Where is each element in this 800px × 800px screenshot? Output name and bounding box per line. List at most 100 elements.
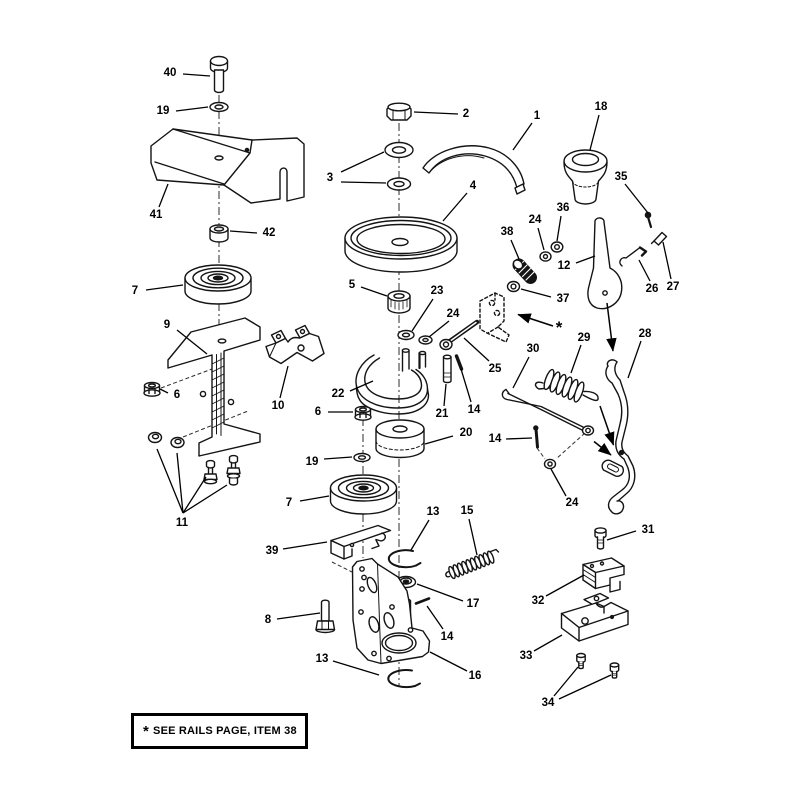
part-retaining-ring-13-upper xyxy=(387,549,422,569)
leader-line-19 xyxy=(323,456,353,460)
leader-line-20 xyxy=(424,435,454,445)
part-hidden-bracket-rails xyxy=(479,292,510,343)
leader-line-18 xyxy=(589,114,600,151)
part-spring-29 xyxy=(534,368,599,403)
part-pin-14-right xyxy=(533,425,539,449)
leader-line-17 xyxy=(416,583,464,602)
part-pin-21 xyxy=(442,354,452,384)
leader-line-31 xyxy=(606,530,637,541)
part-band-22 xyxy=(355,348,430,415)
part-bracket-9 xyxy=(167,317,261,457)
part-pin-27 xyxy=(650,231,668,246)
leader-line-34 xyxy=(558,674,612,700)
leader-line-27 xyxy=(662,241,672,280)
leader-line-35 xyxy=(624,183,649,214)
part-pin-14-center xyxy=(454,354,464,371)
note-text: SEE RAILS PAGE, ITEM 38 xyxy=(153,725,297,737)
leader-line-28 xyxy=(627,340,642,379)
leader-line-39 xyxy=(282,541,328,550)
leader-line-33 xyxy=(533,634,563,652)
part-nut-36 xyxy=(550,241,564,253)
part-lever-28 xyxy=(601,359,636,515)
part-washer-19-top xyxy=(209,101,229,113)
part-washer-23 xyxy=(397,329,415,341)
leader-line-34 xyxy=(553,666,579,697)
part-spring-15 xyxy=(445,548,500,580)
leader-line-42 xyxy=(229,230,258,234)
part-washer-24-right xyxy=(543,458,557,470)
leader-line-23 xyxy=(411,298,434,332)
part-spring-link-26 xyxy=(619,246,648,267)
part-bracket-33 xyxy=(560,592,629,642)
leader-line-19 xyxy=(175,106,209,112)
part-screws-11 xyxy=(147,431,241,486)
leader-line-25 xyxy=(463,337,490,362)
leader-line-11 xyxy=(182,476,207,514)
leader-line-24 xyxy=(550,468,567,497)
leader-line-2 xyxy=(413,111,459,115)
part-roller-38 xyxy=(512,258,537,284)
leader-line-10 xyxy=(279,365,289,399)
part-large-pulley-4 xyxy=(344,216,458,273)
leader-line-16 xyxy=(429,651,468,672)
leader-line-22 xyxy=(349,380,374,392)
leader-line-14 xyxy=(426,605,444,630)
part-screw-35 xyxy=(644,211,653,229)
part-bolt-40 xyxy=(209,55,229,94)
part-spacer-42 xyxy=(209,224,229,243)
part-guard-41 xyxy=(150,128,305,204)
part-retaining-ring-13-lower xyxy=(387,669,421,689)
part-knob-18 xyxy=(563,149,608,205)
part-washers-3 xyxy=(384,141,414,191)
leader-line-9 xyxy=(176,329,208,355)
part-washer-37 xyxy=(506,280,521,293)
part-spacer-5 xyxy=(387,290,411,314)
leader-line-7 xyxy=(299,495,330,502)
leader-line-14 xyxy=(505,437,533,440)
leader-line-36 xyxy=(556,215,562,242)
leader-line-24 xyxy=(428,320,450,338)
part-idler-pulley-7-upper xyxy=(184,264,252,305)
leader-line-8 xyxy=(276,612,321,620)
part-nut-2 xyxy=(386,102,412,121)
leader-line-24 xyxy=(537,227,545,251)
leader-line-13 xyxy=(410,519,430,551)
part-nut-6-mid xyxy=(354,405,372,421)
leader-line-4 xyxy=(442,192,468,222)
part-idler-pulley-7-lower xyxy=(329,474,398,515)
part-bracket-16 xyxy=(351,557,431,665)
leader-line-12 xyxy=(575,255,596,264)
leader-line-7 xyxy=(145,284,184,291)
part-bracket-10 xyxy=(265,324,325,365)
leader-line-11 xyxy=(182,484,228,514)
leader-line-26 xyxy=(638,259,651,282)
part-eyebolt-25 xyxy=(439,319,480,351)
leader-line-40 xyxy=(182,73,211,77)
leader-line-5 xyxy=(360,286,388,297)
leader-line-13 xyxy=(332,660,380,676)
part-bolts-34 xyxy=(576,652,620,679)
leader-line-37 xyxy=(520,288,552,298)
leader-line-3 xyxy=(340,181,387,184)
note-box: * SEE RAILS PAGE, ITEM 38 xyxy=(131,713,308,749)
part-bolt-31 xyxy=(594,527,607,550)
note-asterisk-icon: * xyxy=(143,723,149,740)
part-washer-24-top xyxy=(539,251,552,262)
leader-line-29 xyxy=(570,344,582,374)
leader-line-11 xyxy=(176,452,184,514)
part-drum-20 xyxy=(375,419,425,459)
part-washer-19-mid xyxy=(353,452,371,463)
leader-line-21 xyxy=(443,383,447,407)
pointer-arrows xyxy=(517,302,617,456)
part-bracket-39 xyxy=(330,524,392,560)
leader-line-30 xyxy=(512,356,530,389)
part-rod-30 xyxy=(501,388,595,436)
part-ring-1 xyxy=(422,145,526,195)
leader-line-14 xyxy=(460,368,472,403)
part-nut-6-left xyxy=(143,381,161,397)
leader-line-15 xyxy=(468,518,478,556)
leader-line-41 xyxy=(158,183,169,208)
leader-line-32 xyxy=(545,574,585,597)
